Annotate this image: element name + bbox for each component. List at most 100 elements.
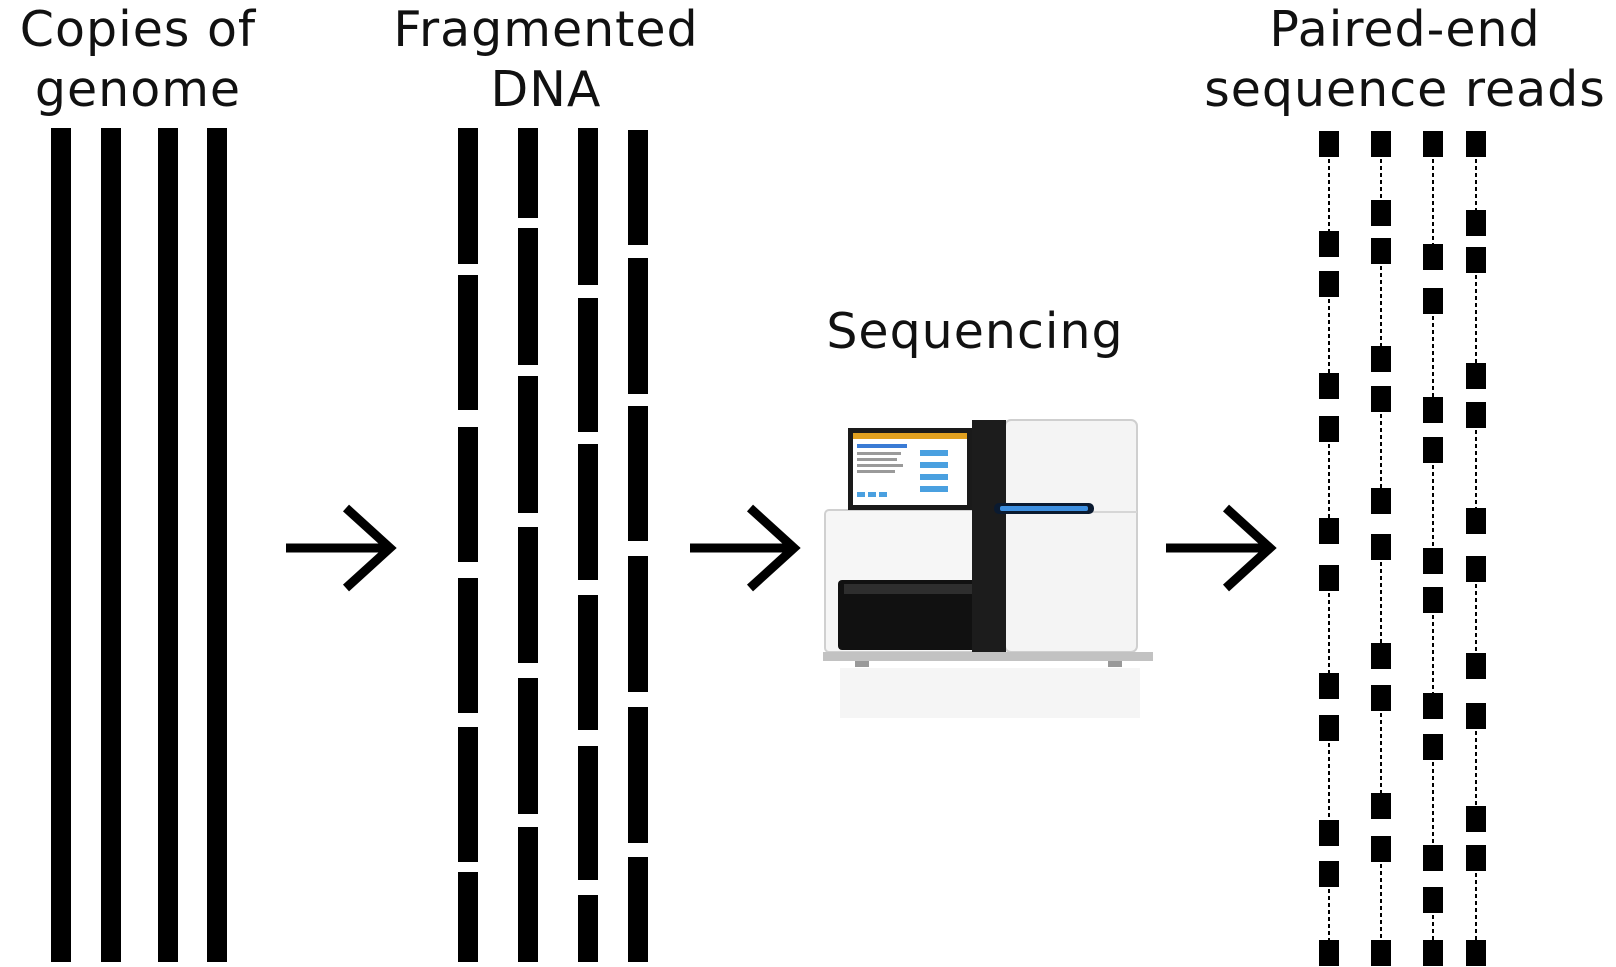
fragmented-title-line2: DNA bbox=[491, 61, 602, 118]
paired-end-read bbox=[1319, 565, 1339, 699]
paired-end-read bbox=[1319, 416, 1339, 544]
paired-end-read bbox=[1319, 861, 1339, 966]
dna-fragment bbox=[458, 427, 478, 562]
dna-fragment bbox=[458, 727, 478, 862]
read-end bbox=[1319, 673, 1339, 699]
read-end bbox=[1371, 534, 1391, 560]
read-end bbox=[1466, 940, 1486, 966]
paired-end-read bbox=[1466, 247, 1486, 389]
paired-end-read bbox=[1371, 386, 1391, 514]
read-end bbox=[1466, 556, 1486, 582]
paired-end-read bbox=[1423, 131, 1443, 270]
reads-title-line2: sequence reads bbox=[1204, 61, 1606, 118]
read-end bbox=[1423, 397, 1443, 423]
read-end bbox=[1319, 416, 1339, 442]
dna-fragment bbox=[578, 895, 598, 962]
genome-title-line1: Copies of bbox=[20, 1, 257, 58]
paired-end-read bbox=[1371, 238, 1391, 372]
paired-end-read bbox=[1466, 556, 1486, 679]
read-end bbox=[1423, 587, 1443, 613]
dna-fragment bbox=[628, 707, 648, 843]
right-arrow-icon bbox=[1166, 504, 1277, 592]
paired-end-read bbox=[1423, 437, 1443, 574]
read-end bbox=[1319, 231, 1339, 257]
read-end bbox=[1371, 685, 1391, 711]
genome-copy-strand bbox=[207, 128, 227, 962]
genome-stage: Copies of genome bbox=[20, 1, 257, 962]
genome-copy-strand bbox=[158, 128, 178, 962]
read-end bbox=[1371, 200, 1391, 226]
paired-end-read bbox=[1371, 836, 1391, 966]
genome-copy-strand bbox=[51, 128, 71, 962]
reads-title-line1: Paired-end bbox=[1269, 1, 1540, 58]
dna-fragment bbox=[458, 275, 478, 410]
dna-fragment bbox=[458, 128, 478, 264]
read-end bbox=[1466, 131, 1486, 157]
read-end bbox=[1371, 793, 1391, 819]
read-end bbox=[1371, 131, 1391, 157]
sequencer-machine-icon bbox=[823, 419, 1153, 718]
dna-fragment bbox=[578, 298, 598, 432]
read-end bbox=[1319, 518, 1339, 544]
reads-stage: Paired-end sequence reads bbox=[1204, 1, 1606, 966]
sequencing-stage: Sequencing bbox=[823, 303, 1153, 718]
dna-fragment bbox=[578, 128, 598, 285]
read-end bbox=[1423, 131, 1443, 157]
read-end bbox=[1466, 363, 1486, 389]
paired-end-read bbox=[1423, 887, 1443, 966]
read-end bbox=[1371, 488, 1391, 514]
dna-fragment bbox=[518, 128, 538, 218]
read-end bbox=[1466, 806, 1486, 832]
read-end bbox=[1423, 734, 1443, 760]
right-arrow-icon bbox=[690, 504, 801, 592]
paired-end-read bbox=[1423, 288, 1443, 423]
read-end bbox=[1371, 238, 1391, 264]
read-end bbox=[1371, 643, 1391, 669]
read-end bbox=[1423, 437, 1443, 463]
read-end bbox=[1466, 703, 1486, 729]
read-end bbox=[1371, 940, 1391, 966]
paired-end-read bbox=[1466, 703, 1486, 832]
paired-end-read bbox=[1371, 685, 1391, 819]
dna-fragment bbox=[518, 527, 538, 663]
read-end bbox=[1371, 386, 1391, 412]
dna-fragment bbox=[628, 857, 648, 962]
read-end bbox=[1423, 693, 1443, 719]
fragmented-title-line1: Fragmented bbox=[393, 1, 698, 58]
dna-fragment bbox=[578, 595, 598, 730]
read-end bbox=[1423, 244, 1443, 270]
dna-fragment bbox=[628, 130, 648, 245]
dna-fragment bbox=[578, 746, 598, 880]
dna-fragment bbox=[458, 872, 478, 962]
read-end bbox=[1319, 373, 1339, 399]
paired-end-read bbox=[1319, 271, 1339, 399]
paired-end-read bbox=[1423, 587, 1443, 719]
read-end bbox=[1319, 940, 1339, 966]
paired-end-read bbox=[1423, 734, 1443, 871]
read-end bbox=[1319, 131, 1339, 157]
read-end bbox=[1423, 845, 1443, 871]
read-end bbox=[1423, 940, 1443, 966]
dna-fragment bbox=[628, 258, 648, 394]
read-end bbox=[1466, 210, 1486, 236]
genome-title-line2: genome bbox=[35, 61, 241, 118]
sequencing-title: Sequencing bbox=[826, 303, 1123, 360]
dna-fragment bbox=[518, 827, 538, 962]
paired-end-read bbox=[1466, 845, 1486, 966]
paired-end-read bbox=[1466, 402, 1486, 534]
paired-end-read bbox=[1319, 131, 1339, 257]
read-end bbox=[1423, 548, 1443, 574]
paired-end-read bbox=[1466, 131, 1486, 236]
read-end bbox=[1319, 271, 1339, 297]
paired-end-read bbox=[1371, 534, 1391, 669]
read-end bbox=[1466, 845, 1486, 871]
read-end bbox=[1371, 346, 1391, 372]
read-end bbox=[1319, 715, 1339, 741]
read-end bbox=[1371, 836, 1391, 862]
read-end bbox=[1319, 565, 1339, 591]
read-end bbox=[1319, 861, 1339, 887]
dna-fragment bbox=[518, 678, 538, 814]
fragmented-stage: Fragmented DNA bbox=[393, 1, 698, 962]
read-end bbox=[1319, 820, 1339, 846]
